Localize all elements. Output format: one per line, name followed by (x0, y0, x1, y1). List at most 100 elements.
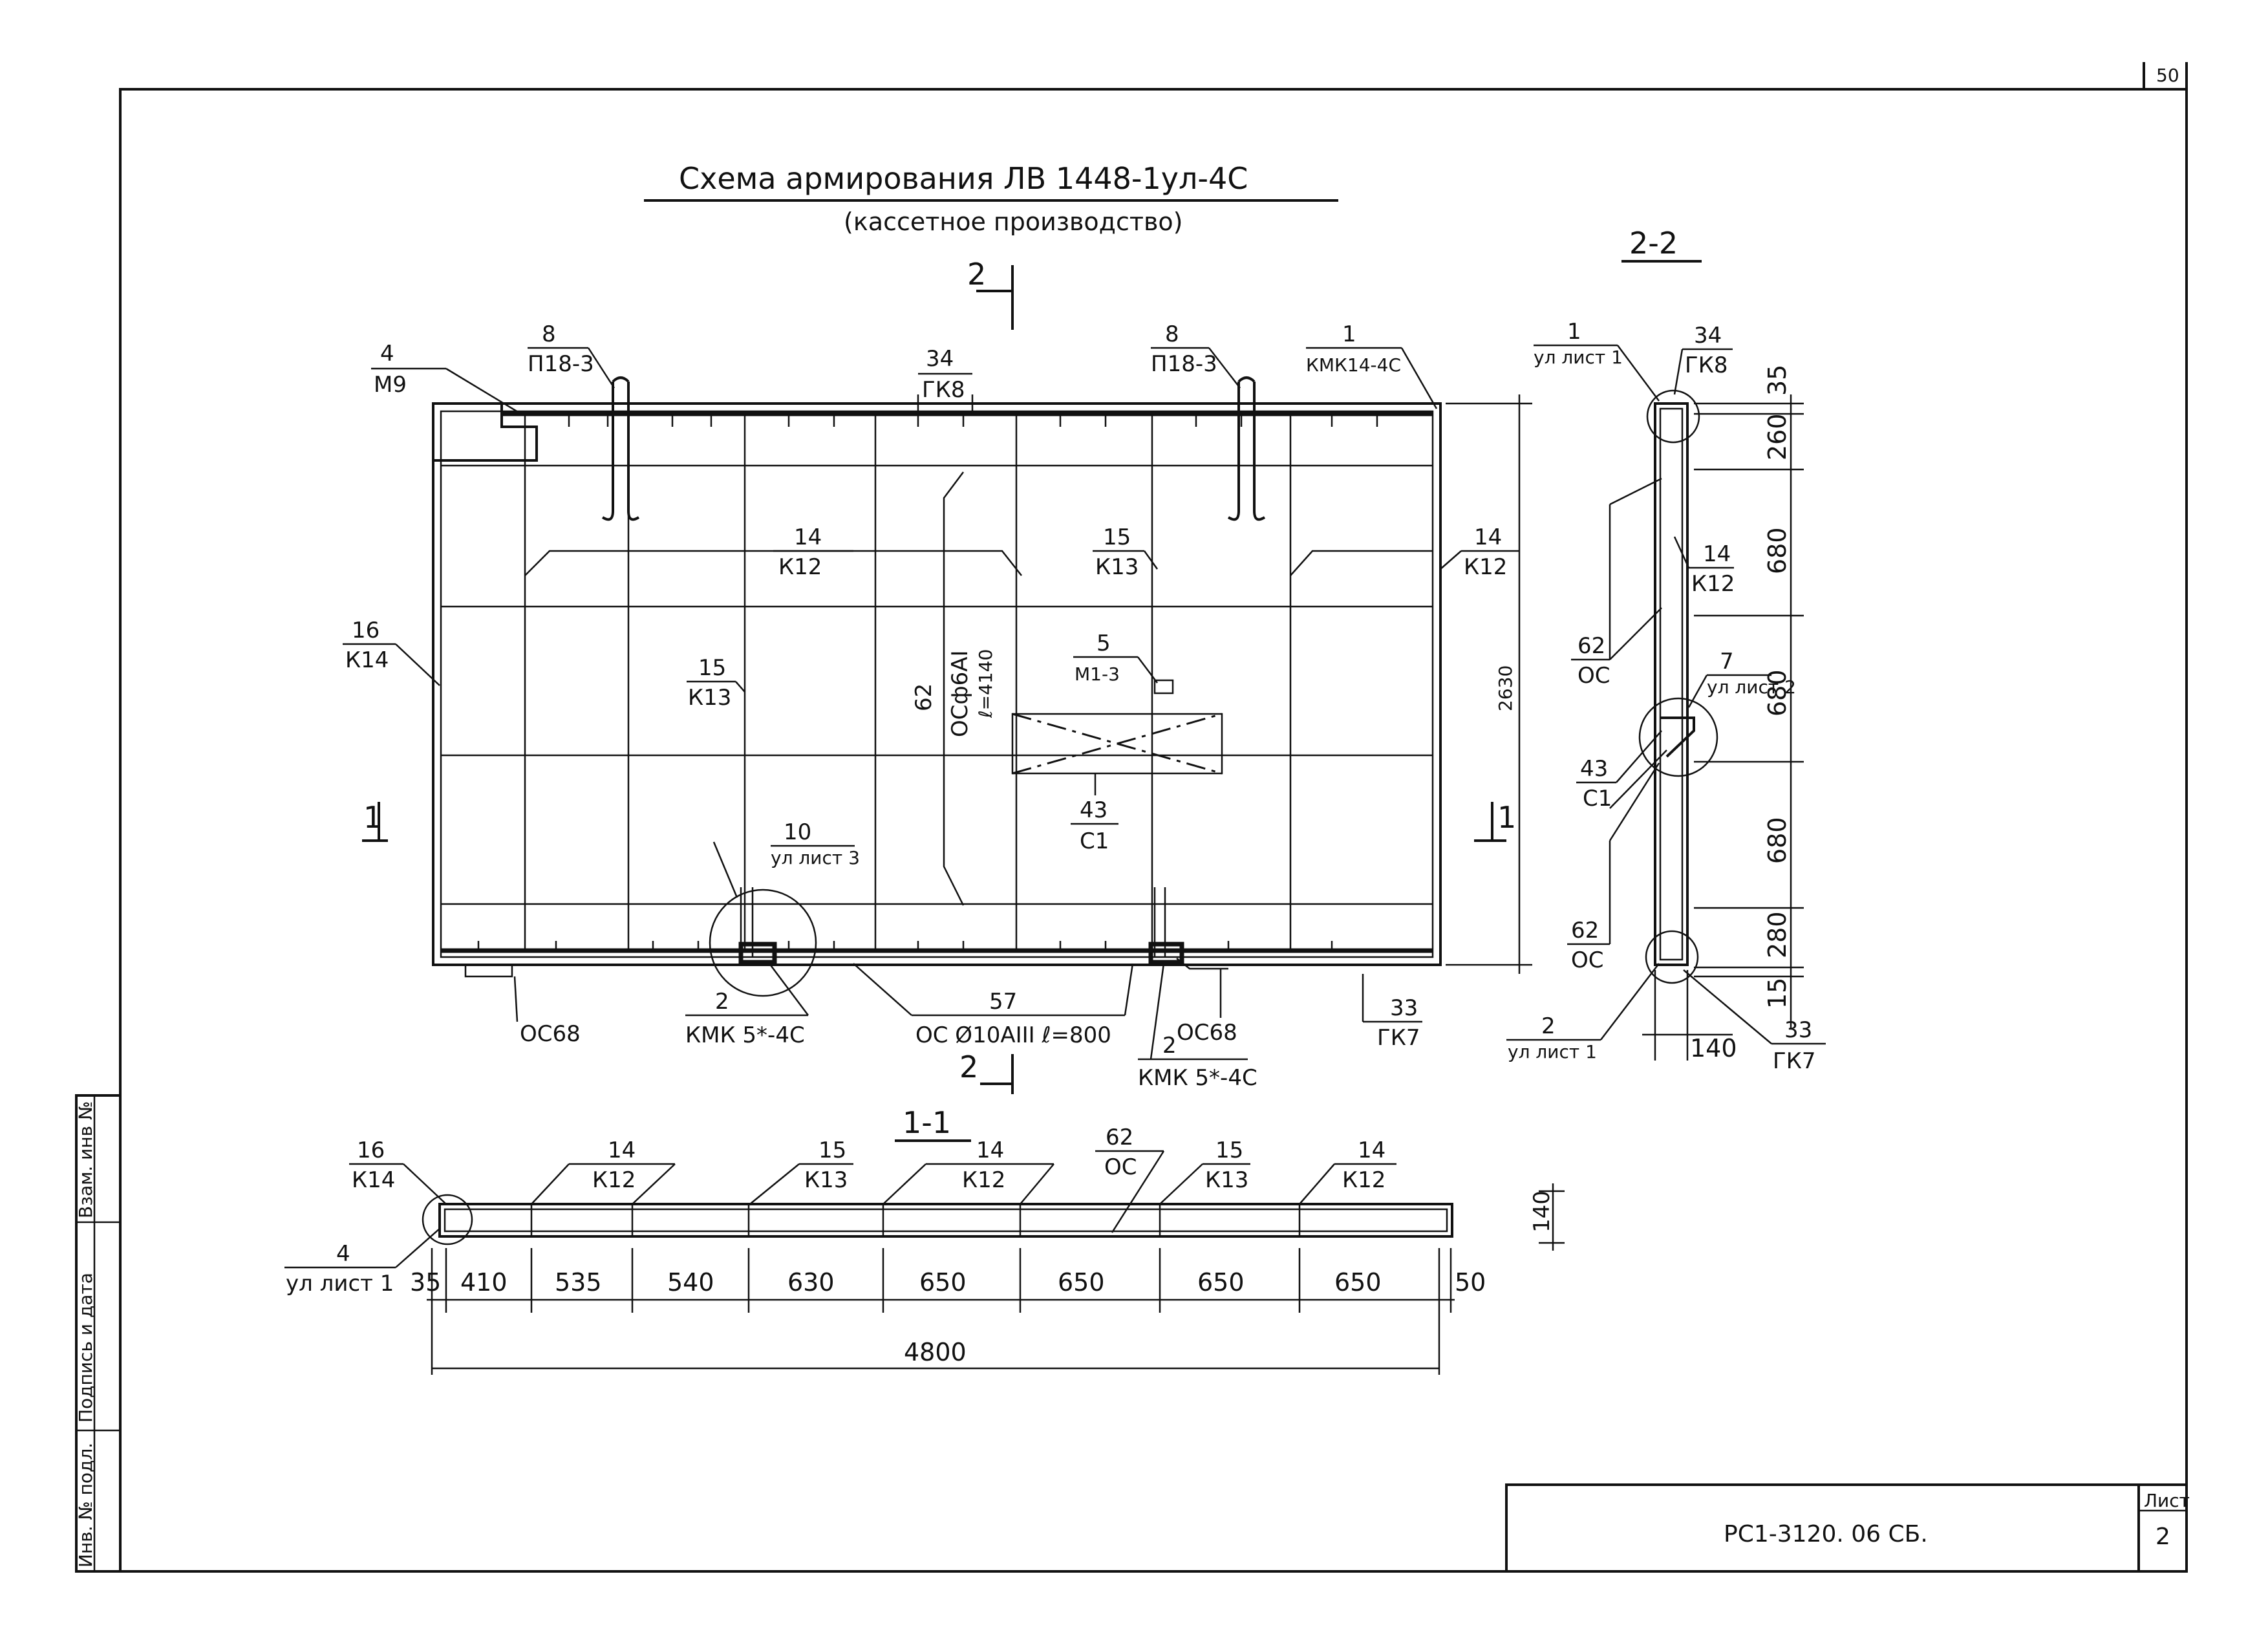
sheet-label: Лист (2144, 1490, 2190, 1511)
side-dim-value: 35 (1763, 365, 1792, 396)
callout-1-kmk14: 1 КМК14-4С (1306, 321, 1438, 409)
document-code: РС1-3120. 06 СБ. (1724, 1521, 1928, 1547)
callout-number: 62 (911, 684, 937, 711)
section-inner (444, 1208, 1448, 1233)
callout-number: 43 (1580, 756, 1608, 782)
callout-mark: К12 (1691, 571, 1735, 597)
callout-mark: К13 (688, 685, 731, 711)
callout-number: 33 (1390, 995, 1418, 1021)
sec-callout-14-b: 14 К12 (883, 1137, 1054, 1205)
callout-number: 16 (352, 618, 380, 643)
side-c1-bracket (1660, 717, 1695, 758)
callout-mark: ул лист 2 (1707, 676, 1796, 698)
callout-number: 2 (1162, 1033, 1177, 1059)
callout-length: ℓ=4140 (975, 649, 996, 718)
top-bar-ticks (568, 414, 1378, 427)
sec-total-value: 4800 (904, 1338, 967, 1366)
sec-dim-value: 650 (1058, 1268, 1105, 1297)
section-1-1-label: 1-1 (903, 1105, 951, 1140)
side-callout-43: 43 С1 (1576, 730, 1667, 812)
callout-2-kmk-left: 2 КМК 5*-4С (685, 963, 809, 1048)
callout-mark: ул лист 1 (1508, 1041, 1597, 1062)
side-dimensions: 35 260 680 680 680 280 15 140 (1642, 365, 1804, 1062)
side-dim-value: 15 (1763, 978, 1792, 1009)
side-dim-value: 680 (1763, 527, 1792, 574)
callout-mark: К12 (592, 1167, 636, 1193)
callout-mark: К14 (345, 647, 389, 673)
callout-mark: ОС Ø10АIII ℓ=800 (915, 1022, 1111, 1048)
lifting-loop-right (1227, 376, 1266, 521)
sec-dim-value: 540 (667, 1268, 714, 1297)
callout-mark: ОСф6АI (947, 651, 973, 738)
callout-mark: КМК 5*-4С (685, 1022, 805, 1048)
callout-os68-right: ОС68 (1177, 969, 1237, 1046)
sec-callout-14-c: 14 К12 (1299, 1137, 1396, 1205)
sec-dim-value: 410 (460, 1268, 508, 1297)
callout-mark: М1-3 (1075, 663, 1120, 685)
panel-notch (433, 404, 538, 462)
callout-number: 33 (1784, 1017, 1812, 1043)
os68-bracket-left (464, 965, 513, 978)
sheet-number: 2 (2156, 1524, 2170, 1550)
callout-mark: К14 (352, 1167, 395, 1193)
bottom-bar-ticks (477, 941, 1333, 951)
cut-2-top-label: 2 (967, 257, 986, 292)
side-dim-value: 680 (1763, 817, 1792, 864)
callout-mark: П18-3 (1151, 351, 1217, 377)
side-callout-62-upper: 62 ОС (1571, 477, 1662, 689)
side-callout-7: 7 ул лист 2 (1687, 649, 1796, 708)
k12-frame-outline (1290, 550, 1433, 576)
os-rod-62 (943, 471, 965, 906)
callout-mark: ГК8 (1685, 352, 1728, 378)
callout-15-k13-left: 15 К13 (687, 655, 745, 711)
callout-mark: М9 (374, 372, 407, 398)
callout-number: 34 (926, 346, 954, 372)
sec-callout-14-a: 14 К12 (531, 1137, 676, 1205)
sec-dimension-chain: 35 410 535 540 630 650 650 650 650 50 48… (410, 1248, 1486, 1375)
callout-os68-left: ОС68 (513, 976, 581, 1047)
side-callout-1: 1 ул лист 1 (1534, 319, 1660, 402)
side-callout-62-lower: 62 ОС (1567, 762, 1660, 973)
callout-number: 14 (1474, 524, 1502, 550)
callout-5-m1-3: 5 М1-3 (1073, 630, 1158, 685)
sec-dim-value: 535 (555, 1268, 602, 1297)
stamp-sign-label: Подпись и дата (75, 1273, 96, 1423)
side-detail-circle-top (1646, 389, 1700, 444)
panel-outline (432, 402, 1442, 966)
callout-number: 1 (1567, 319, 1581, 345)
callout-number: 5 (1097, 630, 1111, 656)
callout-15-k13-right: 15 К13 (1093, 524, 1159, 580)
callout-number: 57 (989, 989, 1017, 1015)
opening-c1 (1011, 713, 1223, 775)
callout-mark: К13 (1095, 554, 1139, 580)
callout-mark: П18-3 (528, 351, 594, 377)
side-detail-circle-bottom (1645, 930, 1699, 984)
insert-kmk-right (1148, 942, 1184, 965)
detail-circle (709, 889, 817, 997)
callout-mark: КМК14-4С (1306, 354, 1401, 376)
panel-elevation (432, 376, 1442, 997)
sec-dim-value: 630 (787, 1268, 835, 1297)
callout-mark: С1 (1080, 828, 1109, 854)
callout-mark: К13 (804, 1167, 848, 1193)
callout-14-k12-center: 14 К12 (773, 524, 853, 580)
callout-mark: ОС (1571, 947, 1604, 973)
k12-frame-outline (524, 550, 1022, 576)
callout-16-k14: 16 К14 (343, 618, 440, 686)
callout-number: 34 (1694, 323, 1722, 349)
callout-mark: К12 (1464, 554, 1507, 580)
callout-57-os: 57 ОС Ø10АIII ℓ=800 (853, 963, 1134, 1048)
callout-mark: К13 (1205, 1167, 1248, 1193)
height-dim-value: 2630 (1495, 665, 1516, 711)
callout-mark: К12 (1342, 1167, 1385, 1193)
callout-mark: ГК7 (1377, 1025, 1420, 1051)
section-detail-circle (422, 1194, 473, 1245)
callout-mark: ул лист 1 (1534, 347, 1623, 368)
stamp-inv-label: Инв. № подл. (75, 1443, 96, 1568)
cut-2-bottom-label: 2 (959, 1050, 978, 1084)
callout-mark: ул лист 1 (286, 1271, 394, 1297)
callout-number: 8 (1165, 321, 1179, 347)
callout-number: 15 (818, 1137, 846, 1163)
sec-dim-value: 35 (410, 1268, 441, 1297)
